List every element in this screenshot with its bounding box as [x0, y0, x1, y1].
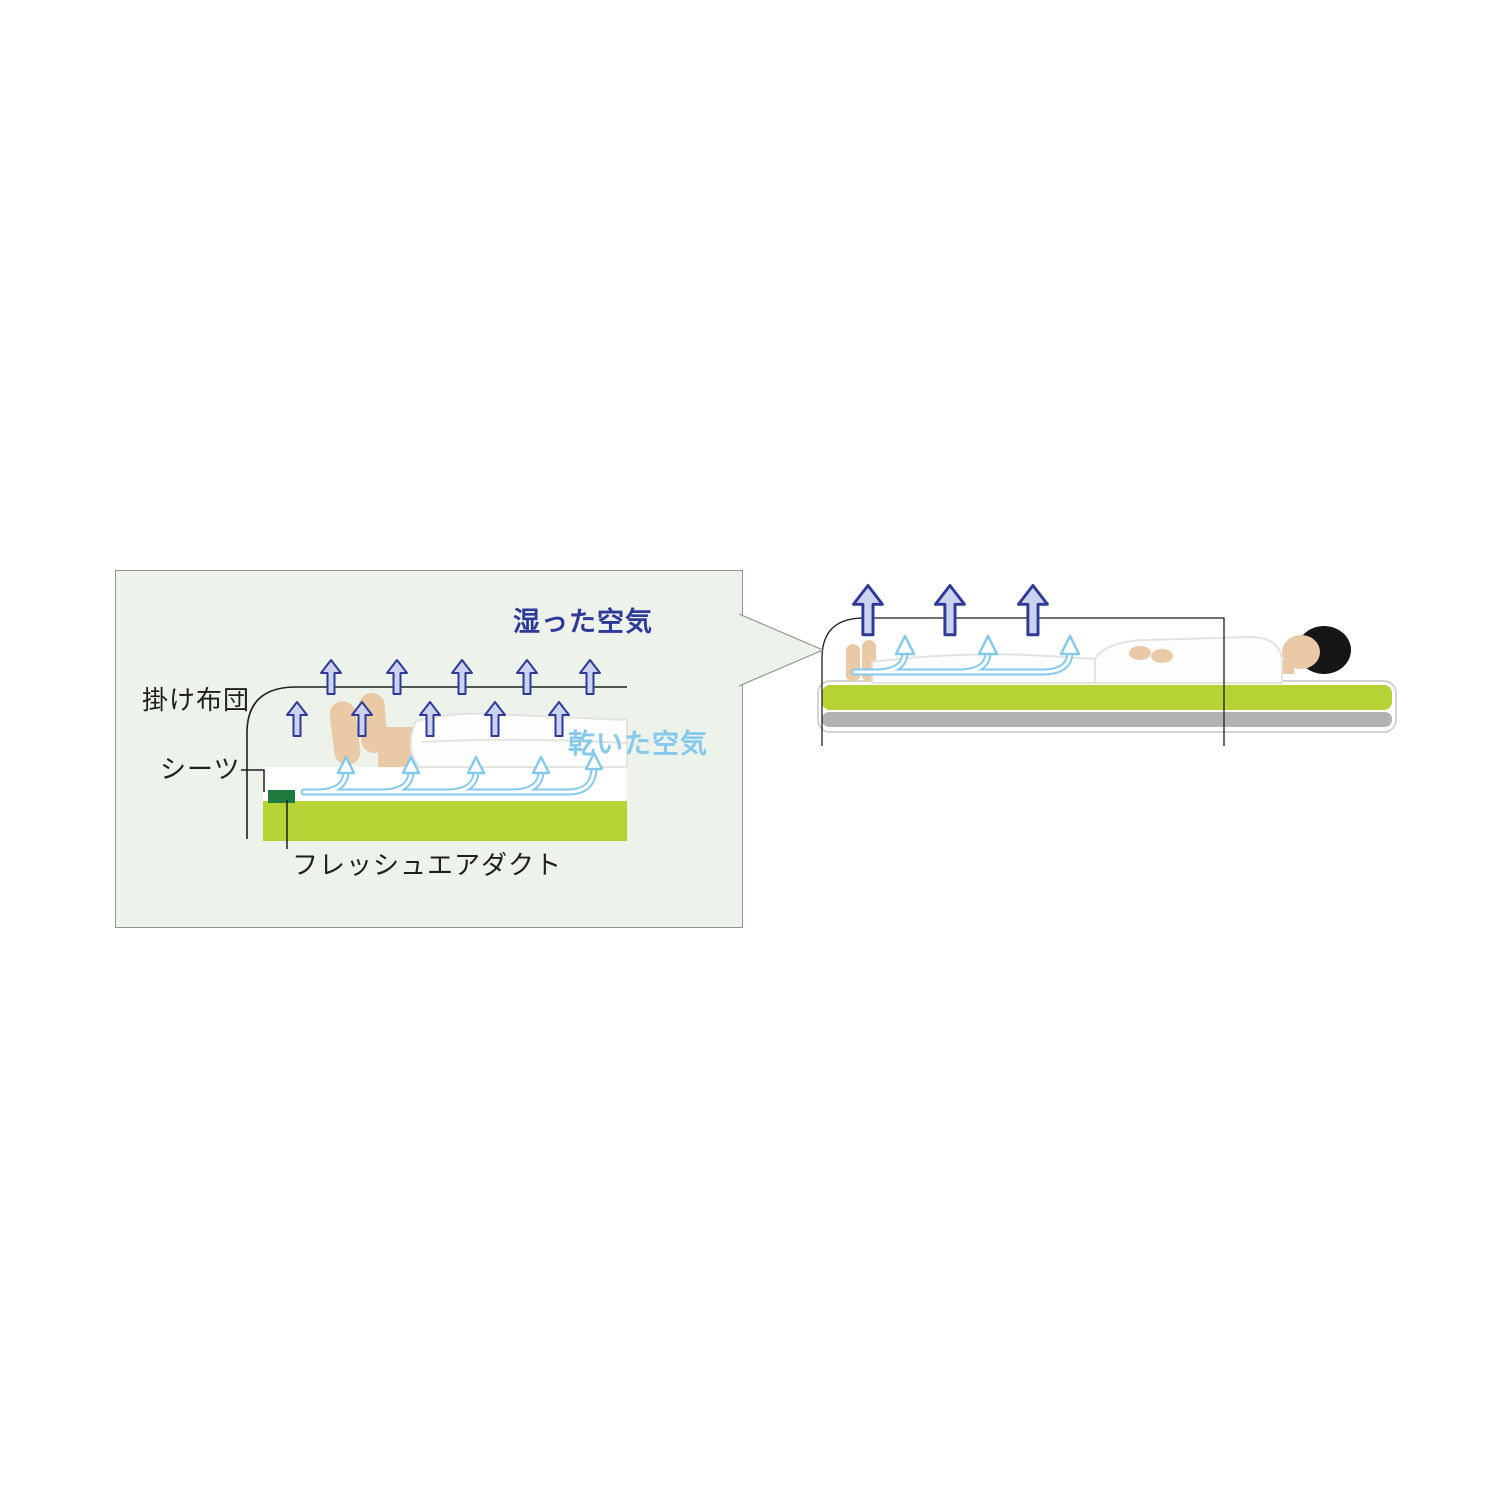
person-torso [1094, 635, 1283, 684]
dry-air-arrow-icon [894, 634, 916, 656]
damp-air-arrow-icon [934, 584, 966, 637]
fresh-air-duct-label: フレッシュエアダクト [292, 851, 563, 881]
damp-air-arrow-icon [386, 659, 408, 695]
callout-graphics [241, 659, 628, 849]
callout-panel: 湿った空気 掛け布団 シーツ 乾いた空気 フレッシュエアダクト [115, 570, 743, 928]
person-hand [1151, 649, 1173, 663]
damp-air-arrow-icon [286, 701, 308, 737]
damp-air-arrow-icon [516, 659, 538, 695]
person-face [1282, 635, 1320, 669]
person-foot [846, 644, 860, 682]
callout-tail [739, 613, 825, 687]
mattress [817, 680, 1397, 733]
mattress-green-layer [822, 685, 1392, 710]
comforter-label: 掛け布団 [142, 686, 251, 716]
sheet-label: シーツ [160, 755, 241, 785]
damp-air-arrow-icon [1017, 584, 1049, 637]
dry-air-arrow-icon [584, 751, 604, 771]
dry-air-arrow-icon [466, 755, 486, 775]
sheet-leader-line [241, 769, 265, 792]
dry-air-label: 乾いた空気 [568, 729, 708, 760]
damp-air-arrow-icon [451, 659, 473, 695]
damp-air-label: 湿った空気 [513, 607, 653, 638]
dry-air-flow [300, 751, 604, 796]
dry-air-arrow-icon [531, 755, 551, 775]
dry-air-flow [851, 634, 1081, 676]
dry-air-arrow-icon [1059, 634, 1081, 656]
damp-air-arrow-icon [579, 659, 601, 695]
damp-air-arrow-icon [320, 659, 342, 695]
comforter-outline [246, 686, 627, 839]
damp-air-arrows [852, 584, 1049, 637]
fresh-air-duct [268, 790, 295, 803]
sheet-layer [263, 767, 627, 801]
mattress-gray-layer [822, 712, 1392, 727]
person-hand [1129, 646, 1151, 660]
dry-air-arrow-icon [977, 634, 999, 656]
dry-air-arrow-icon [336, 755, 356, 775]
damp-air-arrow-icon [852, 584, 884, 637]
mattress-layer [263, 801, 627, 841]
bed-figure [817, 584, 1397, 746]
dry-air-arrow-icon [401, 755, 421, 775]
